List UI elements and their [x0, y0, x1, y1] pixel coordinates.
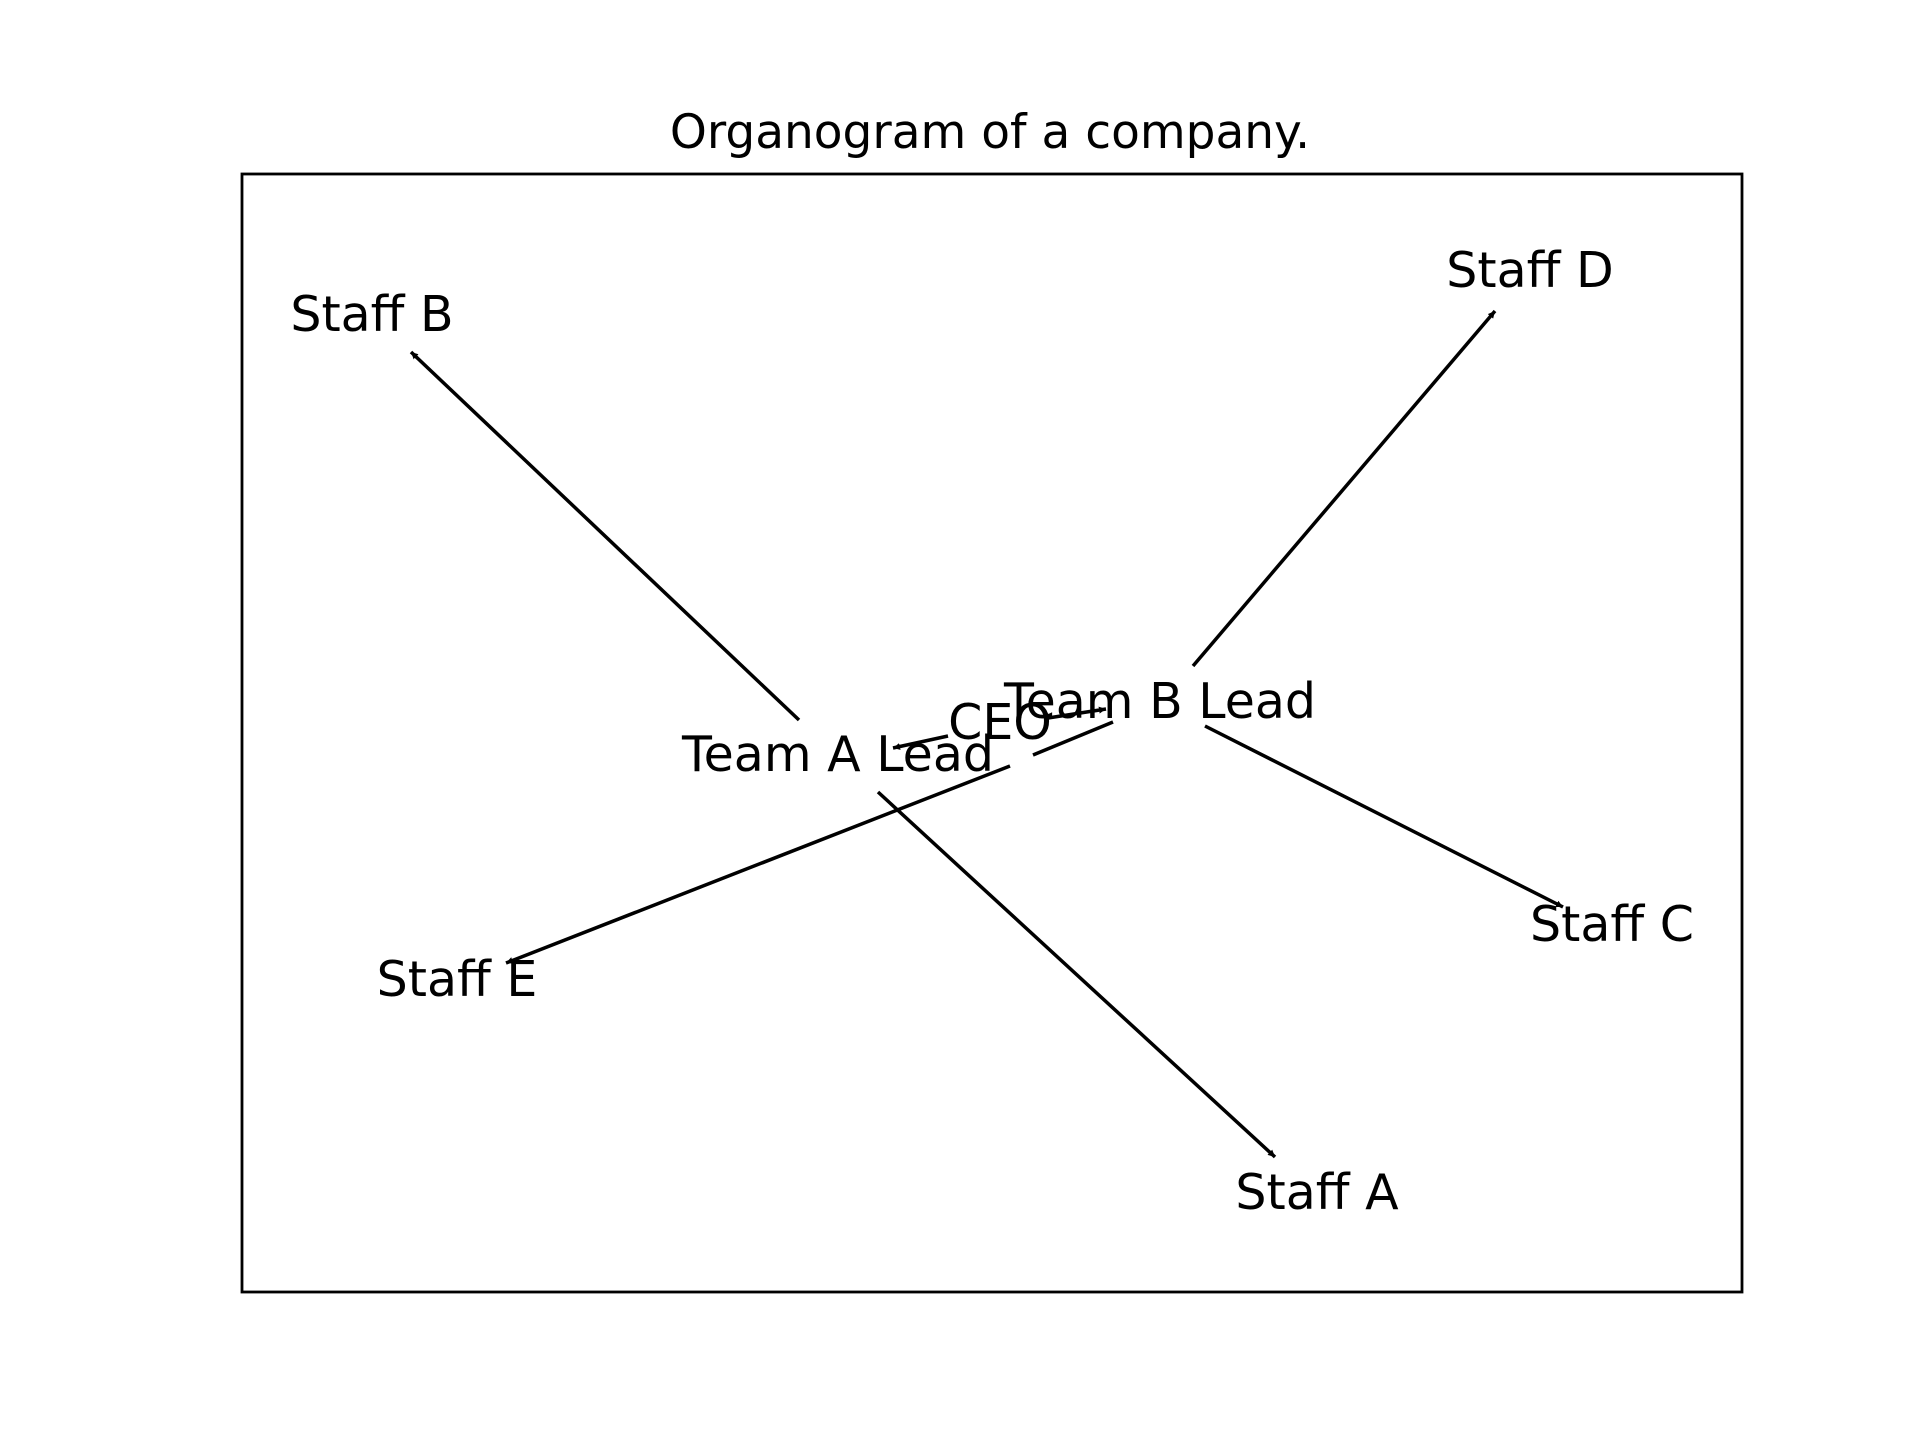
node-label-staff-b: Staff B: [290, 286, 453, 343]
edge-team-a-lead-to-staff-a: [876, 790, 1277, 1159]
node-label-staff-a: Staff A: [1235, 1164, 1399, 1221]
node-label-staff-d: Staff D: [1446, 242, 1613, 299]
edge-team-b-lead-to-staff-e: [505, 720, 1114, 965]
node-label-staff-c: Staff C: [1530, 896, 1694, 953]
edge-team-a-lead-to-staff-b: [409, 350, 801, 722]
node-label-team-b-lead: Team B Lead: [1003, 673, 1316, 730]
edge-segment: [1047, 706, 1107, 720]
edge-segment: [1191, 309, 1497, 668]
edge-segment: [876, 790, 1277, 1159]
edge-team-b-lead-to-staff-c: [1204, 724, 1564, 909]
edge-segment: [892, 734, 949, 750]
edge-segment: [409, 350, 801, 722]
edge-segment: [1032, 720, 1114, 757]
diagram-frame: [240, 172, 1744, 1294]
edge-group: [409, 309, 1564, 1159]
edge-ceo-to-team-a-lead: [892, 734, 949, 750]
edge-team-b-lead-to-staff-d: [1191, 309, 1497, 668]
diagram-title: Organogram of a company.: [670, 105, 1310, 160]
edge-segment: [505, 764, 1011, 965]
node-label-ceo: CEO: [948, 694, 1052, 751]
edge-ceo-to-team-b-lead: [1047, 706, 1107, 720]
node-label-team-a-lead: Team A Lead: [681, 726, 994, 783]
edge-segment: [1204, 724, 1564, 909]
node-label-staff-e: Staff E: [377, 951, 538, 1008]
